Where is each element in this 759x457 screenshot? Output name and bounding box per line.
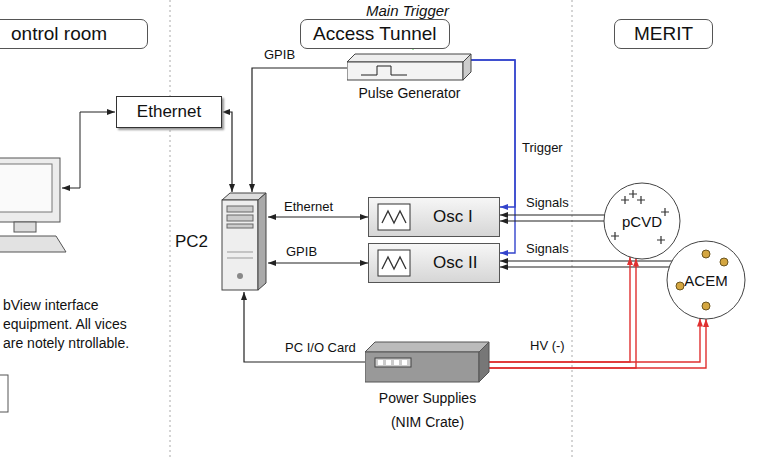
device-label: Pulse Generator <box>359 85 461 101</box>
section-divider <box>170 0 171 457</box>
diamond-sensor <box>629 190 637 198</box>
connector-line <box>268 216 368 217</box>
detector: pCVD <box>603 182 681 260</box>
generator-icon <box>347 52 472 82</box>
power-supply: Power Supplies (NIM Crate) <box>365 340 490 430</box>
connector-line <box>500 266 669 267</box>
diamond-sensor <box>661 208 669 216</box>
edge-label: GPIB <box>262 47 297 62</box>
connector-line <box>484 319 700 363</box>
section-divider <box>572 0 573 457</box>
detector-circle <box>667 241 745 319</box>
connector-line <box>484 257 630 362</box>
crate-icon <box>365 340 490 384</box>
connector <box>484 319 706 369</box>
section-header: Access Tunnel <box>300 19 450 49</box>
tower-icon <box>220 192 268 292</box>
edge-label: Ethernet <box>282 199 335 214</box>
connector-line <box>500 260 672 261</box>
generator-icon <box>347 52 472 82</box>
connector-line <box>500 220 604 221</box>
diamond-sensor <box>637 196 645 204</box>
scope-icon <box>377 203 433 231</box>
detector-label: ACEM <box>684 272 727 289</box>
connector <box>500 261 672 267</box>
connector-line <box>268 262 368 263</box>
connector-line <box>222 112 232 192</box>
pc-label: PC2 <box>175 232 208 252</box>
detector-circle <box>604 183 680 259</box>
pc-tower: PC2 <box>175 192 268 292</box>
connector <box>222 112 232 192</box>
tower-icon <box>220 192 268 292</box>
box-label: Osc I <box>433 207 473 227</box>
box-label: Osc II <box>433 253 477 273</box>
section-title: MERIT <box>634 23 693 45</box>
diamond-sensor <box>621 196 629 204</box>
connector-line <box>500 214 605 215</box>
note-label: bView interface equipment. All vices are… <box>3 296 143 353</box>
section-header: ontrol room <box>0 19 148 49</box>
acem-module <box>702 250 710 258</box>
connector-line <box>468 60 515 207</box>
scope-icon <box>377 249 433 277</box>
section-title: Access Tunnel <box>313 23 437 45</box>
connector-line <box>252 68 347 192</box>
scope-icon <box>377 249 411 277</box>
detector-label: pCVD <box>622 213 662 230</box>
computer-icon <box>0 158 66 252</box>
device-label: (NIM Crate) <box>391 414 464 430</box>
connector <box>468 60 515 207</box>
acem-module <box>676 282 684 290</box>
scope-icon <box>377 203 411 231</box>
edge-label: Signals <box>524 195 571 210</box>
network-box: Ethernet <box>116 96 222 128</box>
acem-module <box>720 258 728 266</box>
diamond-sensor <box>657 236 665 244</box>
section-title: ontrol room <box>11 23 107 45</box>
edge-label: Trigger <box>520 140 565 155</box>
network-link <box>62 112 115 188</box>
pulse-generator: Pulse Generator <box>347 52 472 102</box>
edge-label: GPIB <box>284 244 319 259</box>
connector-line <box>484 259 636 369</box>
section-header: MERIT <box>614 19 713 49</box>
connector <box>268 217 368 218</box>
diamond-sensor <box>611 232 619 240</box>
connector <box>244 292 365 362</box>
edge-label: Signals <box>524 241 571 256</box>
note-label: Main Trigger <box>366 2 449 19</box>
edge-label: PC I/O Card <box>283 340 358 355</box>
oscilloscope-box: Osc II <box>368 243 500 283</box>
acem-module <box>702 302 710 310</box>
device-label: Power Supplies <box>379 390 476 406</box>
connector-line <box>484 319 706 368</box>
crate-icon <box>365 340 490 384</box>
connector <box>500 215 605 221</box>
connector <box>484 257 636 368</box>
oscilloscope-box: Osc I <box>368 197 500 237</box>
detector: ACEM <box>666 240 746 320</box>
connector <box>252 68 347 192</box>
note-frame <box>0 375 8 412</box>
connector-line <box>244 292 365 362</box>
edge-label: HV (-) <box>528 338 567 353</box>
connector <box>268 263 368 264</box>
box-label: Ethernet <box>137 102 201 122</box>
